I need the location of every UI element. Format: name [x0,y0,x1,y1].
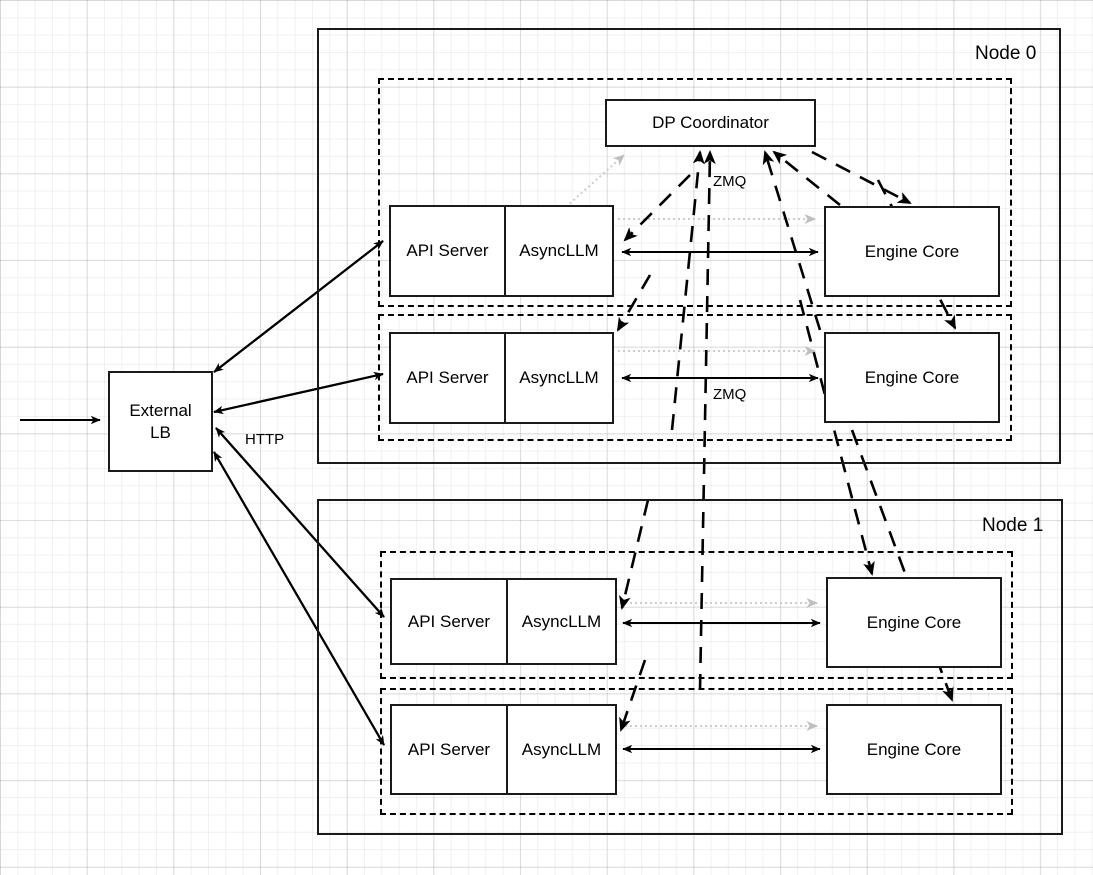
node-1-group-1-api-unit[interactable]: API Server AsyncLLM [390,704,617,795]
node-0-container [317,28,1061,464]
node-0-group-0-api-unit[interactable]: API Server AsyncLLM [389,205,614,297]
node-1-group-1 [380,688,1013,815]
external-lb-label: External LB [129,401,192,442]
asyncllm-label: AsyncLLM [521,611,602,631]
node-1-container [317,499,1063,835]
asyncllm-label: AsyncLLM [519,368,599,387]
dp-coordinator-label: DP Coordinator [652,113,769,133]
node-0-group-0 [378,78,1012,307]
asyncllm-label: AsyncLLM [521,739,602,759]
node-1-group-0 [380,551,1013,679]
node-1-group-1-engine-core[interactable]: Engine Core [826,704,1002,795]
node-0-group-1-engine-core[interactable]: Engine Core [824,332,1000,423]
engine-core-label: Engine Core [866,612,962,632]
node-1-group-0-engine-core[interactable]: Engine Core [826,577,1002,668]
api-server-label: API Server [391,207,506,295]
asyncllm-label: AsyncLLM [519,241,599,260]
engine-core-label: Engine Core [864,367,960,387]
zmq-mid-label: ZMQ [713,386,747,403]
api-server-label: API Server [392,706,508,793]
node-0-group-1-api-unit[interactable]: API Server AsyncLLM [389,332,614,424]
engine-core-label: Engine Core [866,739,962,759]
engine-core-label: Engine Core [864,241,960,261]
node-1-title: Node 1 [982,515,1044,536]
node-1-group-0-api-unit[interactable]: API Server AsyncLLM [390,578,617,665]
dp-coordinator-box[interactable]: DP Coordinator [605,99,816,147]
node-0-group-0-engine-core[interactable]: Engine Core [824,206,1000,297]
node-0-group-1 [378,314,1012,441]
external-lb-box[interactable]: External LB [108,371,213,472]
http-edge-label: HTTP [245,431,285,448]
node-0-title: Node 0 [975,43,1037,64]
api-server-label: API Server [392,580,508,663]
zmq-top-label: ZMQ [713,173,747,190]
api-server-label: API Server [391,334,506,422]
